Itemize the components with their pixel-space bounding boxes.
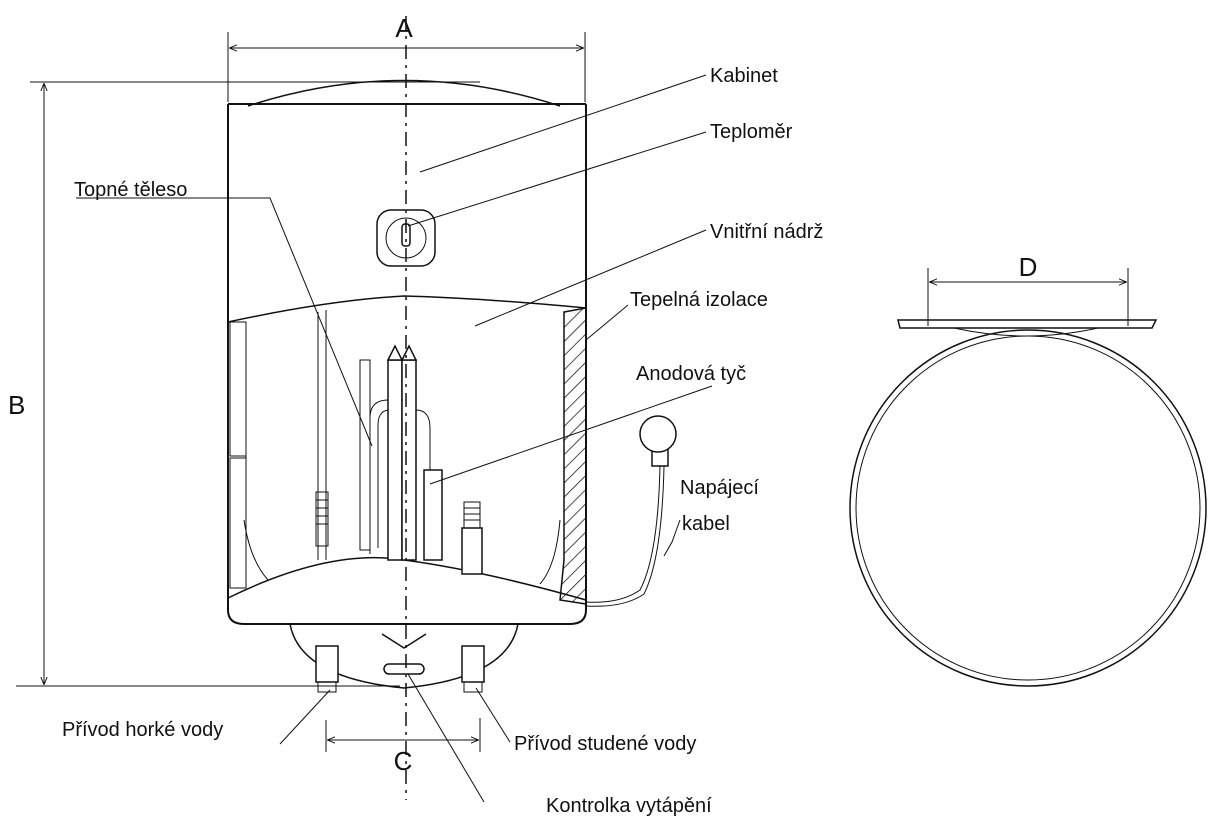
- label-cold-water-inlet: Přívod studené vody: [514, 733, 696, 755]
- labels: Kabinet Teploměr Topné těleso Vnitřní ná…: [62, 65, 823, 817]
- label-heating-indicator: Kontrolka vytápění: [546, 795, 712, 817]
- label-thermometer: Teploměr: [710, 121, 793, 143]
- label-heating-element: Topné těleso: [74, 179, 187, 201]
- label-cabinet: Kabinet: [710, 65, 778, 87]
- label-hot-water-outlet: Přívod horké vody: [62, 719, 223, 741]
- label-anode-rod: Anodová tyč: [636, 363, 746, 385]
- dimension-b-label: B: [8, 390, 25, 420]
- label-inner-tank: Vnitřní nádrž: [710, 221, 823, 243]
- label-power-cable-line1: Napájecí: [680, 477, 759, 499]
- leader-lines: [76, 74, 713, 803]
- heater-front-view: [227, 16, 677, 800]
- heater-top-view: D: [849, 252, 1207, 687]
- label-power-cable-line2: kabel: [682, 513, 730, 535]
- dimension-c: C: [325, 718, 481, 776]
- dimension-d-label: D: [1019, 252, 1038, 282]
- dimension-a-label: A: [395, 13, 413, 43]
- label-insulation: Tepelná izolace: [630, 289, 768, 311]
- dimension-c-label: C: [394, 746, 413, 776]
